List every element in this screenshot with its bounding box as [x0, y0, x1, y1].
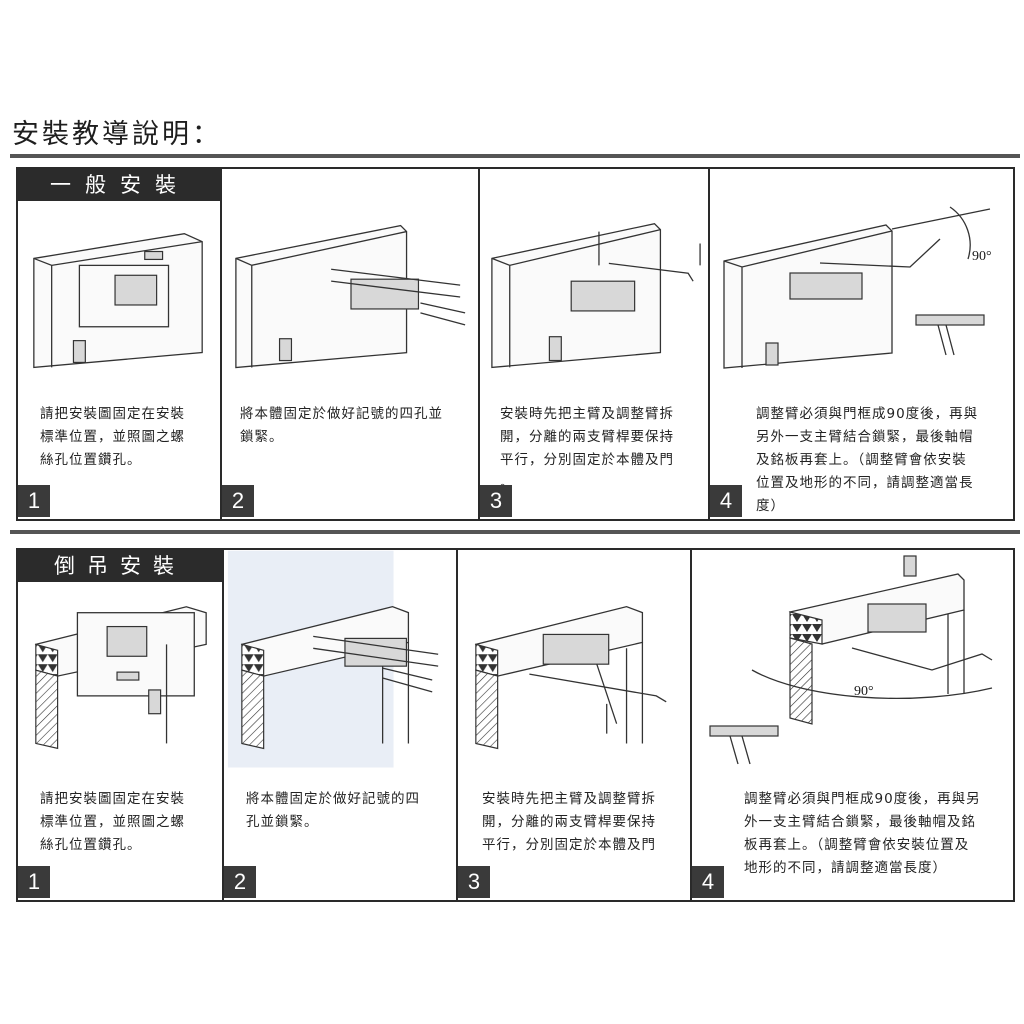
illustration-template-on-door	[33, 233, 203, 369]
section-inverted-install: 倒吊安裝 請把安裝圖固定在安裝標準位置，並照圖之螺絲孔位置鑽孔。 1 將本體固定…	[16, 548, 1015, 902]
section-divider	[10, 530, 1020, 534]
angle-label: 90°	[972, 249, 992, 264]
step-number: 2	[222, 485, 254, 517]
step-description: 請把安裝圖固定在安裝標準位置，並照圖之螺絲孔位置鑽孔。	[40, 406, 185, 468]
angle-label: 90°	[854, 684, 874, 699]
step-panel-4: 90° 調整臂必須與門框成90度後，再與另外一支主臂結合鎖緊，最後軸帽及銘板再套…	[692, 550, 1013, 900]
section-standard-install: 一般安裝 請把安裝圖固定在安裝標準位置，並照圖之螺絲孔位置鑽孔。 1 將本體固定…	[16, 167, 1015, 521]
step-number: 4	[710, 485, 742, 517]
step-description: 將本體固定於做好記號的四孔並鎖緊。	[246, 791, 420, 830]
illustration-adjust-arm-90	[723, 206, 991, 369]
section-label: 一般安裝	[18, 169, 222, 201]
illustration-body-screws	[235, 224, 466, 369]
step-panel-1: 倒吊安裝 請把安裝圖固定在安裝標準位置，並照圖之螺絲孔位置鑽孔。 1	[18, 550, 224, 900]
step-panel-4: 90° 調整臂必須與門框成90度後，再與另外一支主臂結合鎖緊，最後軸帽及銘板再套…	[710, 169, 1013, 519]
step-number: 1	[18, 485, 50, 517]
step-panel-3: 安裝時先把主臂及調整臂拆開，分離的兩支臂桿要保持平行，分別固定於本體及門。 3	[480, 169, 710, 519]
section-label: 倒吊安裝	[18, 550, 222, 582]
step-number: 1	[18, 866, 50, 898]
step-description: 調整臂必須與門框成90度後，再與另外一支主臂結合鎖緊，最後軸帽及銘板再套上。（調…	[756, 406, 979, 514]
step-number: 2	[224, 866, 256, 898]
illustration-arms-separated	[491, 222, 701, 369]
step-panel-2: 將本體固定於做好記號的四孔並鎖緊。 2	[222, 169, 480, 519]
step-panel-1: 一般安裝 請把安裝圖固定在安裝標準位置，並照圖之螺絲孔位置鑽孔。 1	[18, 169, 222, 519]
step-description: 安裝時先把主臂及調整臂拆開，分離的兩支臂桿要保持平行，分別固定於本體及門。	[500, 406, 674, 491]
illustration-body-screws-frame	[240, 605, 439, 750]
step-number: 3	[458, 866, 490, 898]
illustration-arms-separated-frame	[474, 605, 667, 750]
title-divider	[10, 154, 1020, 158]
illustration-template-on-frame	[34, 606, 207, 750]
step-number: 3	[480, 485, 512, 517]
page-title: 安裝教導說明：	[12, 119, 222, 150]
step-description: 調整臂必須與門框成90度後，再與另外一支主臂結合鎖緊，最後軸帽及銘板再套上。（調…	[744, 791, 981, 876]
illustration-adjust-arm-90-frame	[709, 555, 993, 765]
step-number: 4	[692, 866, 724, 898]
step-description: 請把安裝圖固定在安裝標準位置，並照圖之螺絲孔位置鑽孔。	[40, 791, 185, 853]
step-panel-2: 將本體固定於做好記號的四孔並鎖緊。 2	[224, 550, 458, 900]
step-description: 將本體固定於做好記號的四孔並鎖緊。	[240, 406, 443, 445]
